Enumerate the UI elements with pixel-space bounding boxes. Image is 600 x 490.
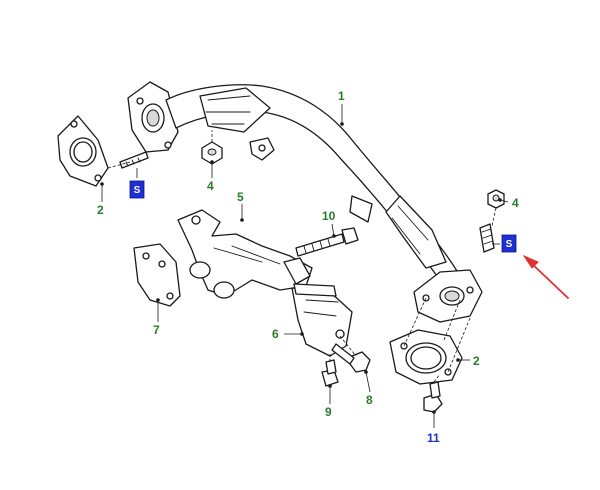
badge-s-right: S <box>501 234 517 253</box>
leader-lines <box>100 104 509 428</box>
callout-11: 11 <box>427 431 440 445</box>
part-2-gasket-right <box>389 329 463 385</box>
callout-5: 5 <box>237 190 244 204</box>
badge-s-left: S <box>129 180 145 199</box>
part-6-bracket <box>291 283 353 357</box>
part-10-bolt <box>295 227 359 257</box>
callout-7: 7 <box>153 323 160 337</box>
badge-s-left-label: S <box>134 185 141 196</box>
part-8-bolt <box>331 343 371 373</box>
callout-1: 1 <box>338 89 345 103</box>
part-5-bracket <box>177 209 313 299</box>
callout-2-right: 2 <box>473 354 480 368</box>
callout-labels: 1 2 4 4 5 10 6 7 8 9 2 11 <box>97 89 519 445</box>
part-4-nut-right <box>487 189 505 209</box>
stud-right <box>479 223 495 253</box>
callout-8: 8 <box>366 393 373 407</box>
callout-2-left: 2 <box>97 203 104 217</box>
alignment-lines <box>107 130 497 383</box>
stud-left <box>119 151 149 169</box>
callout-4-right: 4 <box>512 196 519 210</box>
callout-10: 10 <box>322 209 336 223</box>
callout-4-left: 4 <box>207 179 214 193</box>
part-1-pipe <box>127 81 483 323</box>
callout-6: 6 <box>272 327 279 341</box>
part-2-gasket-left <box>57 115 109 187</box>
callout-9: 9 <box>325 405 332 419</box>
part-7-plate <box>133 243 181 307</box>
part-11-bolt <box>423 381 443 413</box>
red-arrow-icon <box>522 254 569 299</box>
part-9-bolt <box>321 359 339 387</box>
badge-s-right-label: S <box>506 239 513 250</box>
